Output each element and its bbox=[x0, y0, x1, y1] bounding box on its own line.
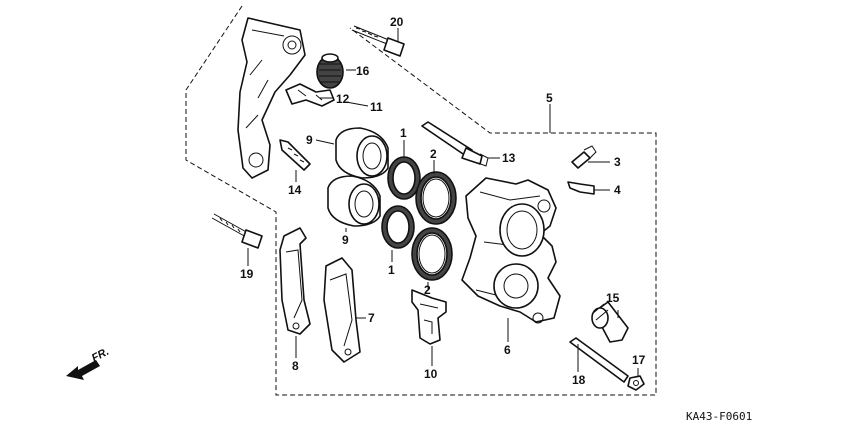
callout-8: 8 bbox=[292, 359, 299, 373]
bleeder-cap-4 bbox=[567, 181, 595, 195]
callout-1-bottom: 1 bbox=[388, 263, 395, 277]
callout-1-top: 1 bbox=[400, 126, 407, 140]
leader-lines bbox=[247, 28, 639, 376]
piston-9-bottom bbox=[327, 175, 381, 227]
bleeder-valve-3 bbox=[571, 145, 597, 169]
bolt-20 bbox=[351, 25, 405, 57]
callout-7: 7 bbox=[368, 311, 375, 325]
dust-seal-2-bottom bbox=[411, 227, 453, 281]
piston-seal-1-top bbox=[387, 156, 421, 200]
brake-pad-7 bbox=[323, 257, 361, 363]
direction-label: FR. bbox=[90, 346, 111, 365]
dust-seal-2-top bbox=[415, 171, 457, 225]
pad-spring-12 bbox=[285, 83, 335, 107]
callout-2-top: 2 bbox=[430, 147, 437, 161]
figure-code: KA43-F0601 bbox=[686, 410, 752, 423]
callout-12: 12 bbox=[336, 92, 350, 106]
nut-17 bbox=[627, 375, 645, 391]
caliper-body-6 bbox=[461, 177, 561, 324]
pad-spring-10 bbox=[411, 289, 447, 345]
brake-pad-8 bbox=[279, 227, 311, 335]
callout-6: 6 bbox=[504, 343, 511, 357]
callout-16: 16 bbox=[356, 64, 370, 78]
callout-5: 5 bbox=[546, 91, 553, 105]
callout-3: 3 bbox=[614, 155, 621, 169]
piston-9-top bbox=[335, 127, 389, 179]
callout-11: 11 bbox=[370, 100, 383, 114]
forward-arrow-icon bbox=[66, 360, 100, 380]
callout-14: 14 bbox=[288, 183, 302, 197]
bolt-19 bbox=[211, 213, 263, 249]
pin-18 bbox=[569, 337, 629, 383]
callout-10: 10 bbox=[424, 367, 438, 381]
pin-13 bbox=[421, 121, 489, 167]
bracket-assembly-border bbox=[185, 5, 657, 396]
callout-20: 20 bbox=[390, 15, 404, 29]
pin-14 bbox=[279, 139, 311, 171]
callout-13: 13 bbox=[502, 151, 516, 165]
callout-18: 18 bbox=[572, 373, 586, 387]
callout-9-bottom: 9 bbox=[342, 233, 349, 247]
callout-19: 19 bbox=[240, 267, 254, 281]
callout-17: 17 bbox=[632, 353, 646, 367]
callout-15: 15 bbox=[606, 291, 620, 305]
caliper-bracket bbox=[237, 17, 306, 179]
piston-seal-1-bottom bbox=[381, 205, 415, 249]
boot-16 bbox=[316, 53, 344, 89]
callout-4: 4 bbox=[614, 183, 621, 197]
pin-15 bbox=[591, 301, 629, 343]
callout-2-bottom: 2 bbox=[424, 283, 431, 297]
callout-9-top: 9 bbox=[306, 133, 313, 147]
